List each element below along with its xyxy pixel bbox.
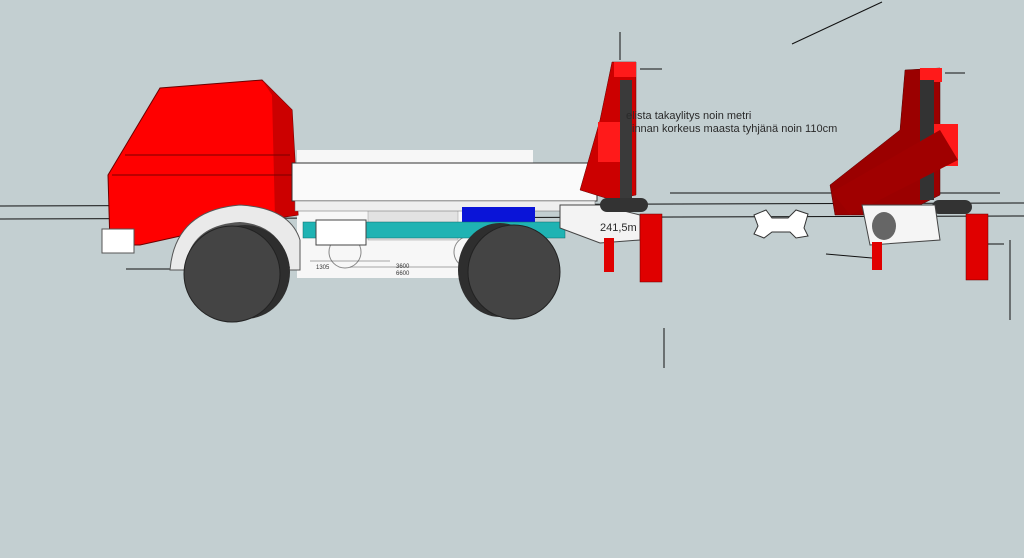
- hook-lift-arm-lowered: [579, 61, 663, 283]
- dimension-6600: 6600: [396, 271, 410, 277]
- hook-lift-arm-raised: [829, 67, 989, 281]
- hook-connector: [753, 209, 809, 239]
- annotation-line-1: elista takaylitys noin metri: [626, 110, 751, 122]
- dimension-label: 241,5m: [600, 222, 637, 234]
- dimension-1305: 1305: [316, 265, 330, 271]
- wheels: [183, 223, 561, 323]
- dimension-3600: 3600: [396, 264, 410, 270]
- cargo-bed: 241,5m: [291, 162, 641, 246]
- annotation-line-2: innan korkeus maasta tyhjänä noin 110cm: [632, 123, 837, 135]
- blue-block: [462, 207, 535, 222]
